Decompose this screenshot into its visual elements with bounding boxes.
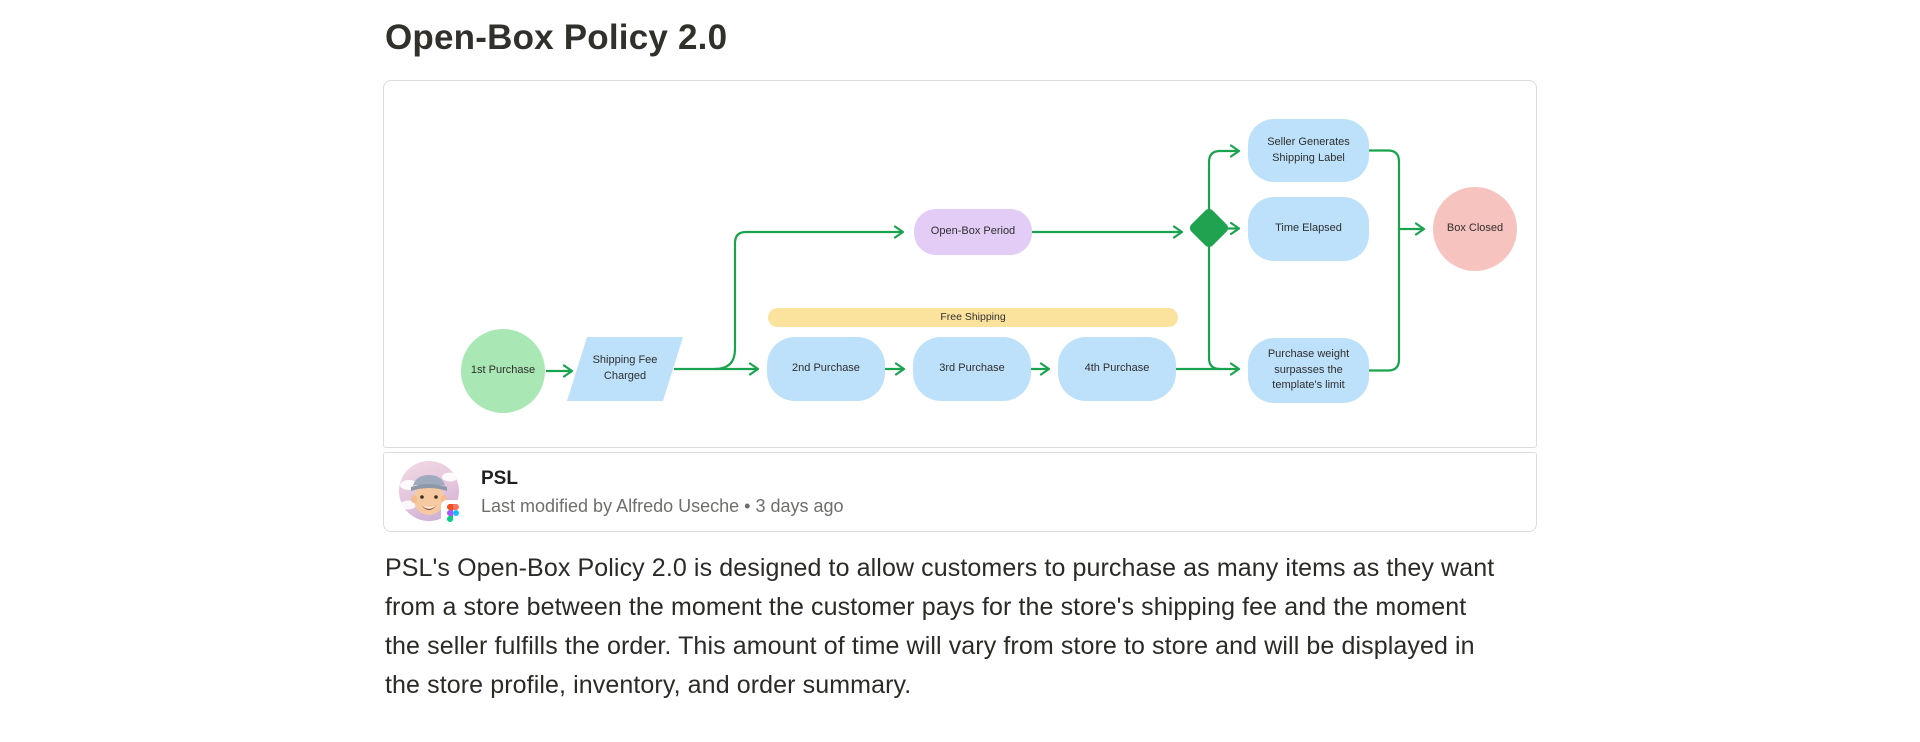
node-seller-generates-shipping-label: Seller Generates Shipping Label — [1248, 119, 1369, 182]
page-title: Open-Box Policy 2.0 — [385, 18, 728, 57]
figma-logo-icon — [441, 500, 465, 526]
embed-attribution-card[interactable]: PSL Last modified by Alfredo Useche • 3 … — [383, 452, 1537, 532]
node-label: Time Elapsed — [1275, 222, 1342, 235]
body-paragraph: PSL's Open-Box Policy 2.0 is designed to… — [385, 554, 1495, 699]
node-label: 3rd Purchase — [939, 362, 1005, 375]
node-4th-purchase: 4th Purchase — [1058, 337, 1176, 401]
node-1st-purchase: 1st Purchase — [461, 329, 545, 413]
author-avatar — [399, 461, 465, 526]
node-time-elapsed: Time Elapsed — [1248, 197, 1369, 261]
node-label: Free Shipping — [940, 310, 1006, 323]
figma-embed-canvas[interactable]: 1st Purchase Shipping Fee Charged Free S… — [383, 80, 1537, 448]
node-shipping-fee-charged: Shipping Fee Charged — [567, 337, 683, 401]
node-label: Purchase weight surpasses the template's… — [1267, 347, 1350, 392]
node-label: 1st Purchase — [470, 364, 536, 377]
node-2nd-purchase: 2nd Purchase — [767, 337, 885, 401]
flowchart-connectors — [546, 144, 1426, 378]
node-label: Seller Generates Shipping Label — [1267, 135, 1350, 164]
node-label: Box Closed — [1446, 222, 1504, 235]
node-label: Shipping Fee Charged — [592, 354, 658, 382]
node-free-shipping-band: Free Shipping — [768, 308, 1178, 327]
node-3rd-purchase: 3rd Purchase — [913, 337, 1031, 401]
node-purchase-weight-limit: Purchase weight surpasses the template's… — [1248, 338, 1369, 403]
attribution-title: PSL — [481, 467, 518, 489]
node-label: 4th Purchase — [1084, 362, 1150, 375]
node-open-box-period: Open-Box Period — [914, 209, 1032, 255]
memoji-face-icon — [400, 472, 458, 515]
flowchart-stage: 1st Purchase Shipping Fee Charged Free S… — [384, 81, 1536, 447]
attribution-modified: Last modified by Alfredo Useche • 3 days… — [481, 495, 844, 516]
attribution-text: PSL Last modified by Alfredo Useche • 3 … — [481, 468, 844, 517]
node-label: Open-Box Period — [930, 225, 1016, 238]
node-label: 2nd Purchase — [792, 362, 860, 375]
node-box-closed: Box Closed — [1433, 187, 1517, 271]
